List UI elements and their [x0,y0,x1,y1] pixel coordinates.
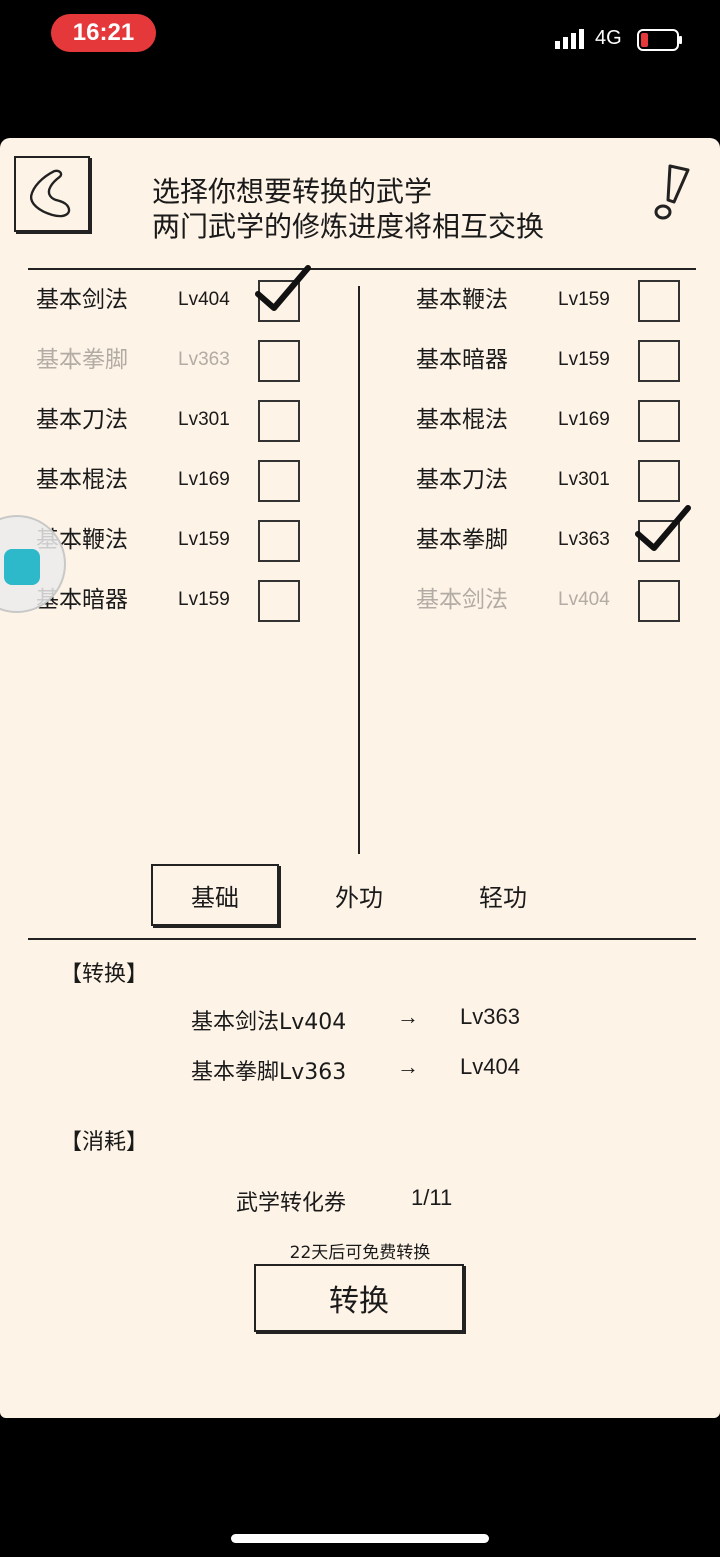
exclamation-icon[interactable] [648,162,694,222]
skill-level: Lv169 [558,409,610,430]
column-divider [358,286,360,854]
skill-checkbox[interactable] [255,265,311,322]
skill-level: Lv363 [178,349,230,370]
top-divider [28,268,696,270]
conv-to: Lv404 [460,1054,520,1079]
cost-item: 武学转化券 [236,1191,347,1216]
conv-from: 基本剑法Lv404 [191,1010,347,1035]
conv-arrow: → [397,1004,419,1029]
skill-checkbox[interactable] [638,580,680,622]
skill-checkbox[interactable] [258,520,300,562]
skill-name: 基本剑法 [36,287,128,313]
status-bar: 16:21 4G [0,0,720,80]
skill-checkbox[interactable] [258,460,300,502]
assistant-icon [4,549,40,585]
conv-arrow: → [397,1054,419,1079]
skill-checkbox[interactable] [258,340,300,382]
skill-level: Lv169 [178,469,230,490]
tab-2[interactable]: 轻功 [479,883,527,912]
skill-checkbox[interactable] [258,580,300,622]
skill-row[interactable]: 基本剑法 Lv404 [0,578,720,638]
skill-name: 基本拳脚 [36,347,128,373]
skill-row[interactable]: 基本刀法 Lv301 [0,458,720,518]
skill-level: Lv363 [558,529,610,550]
skill-checkbox[interactable] [638,460,680,502]
skill-level: Lv301 [178,409,230,430]
skill-checkbox[interactable] [638,280,680,322]
bottom-divider [28,938,696,940]
convert-button[interactable]: 转换 [254,1264,464,1332]
skill-level: Lv404 [178,289,230,310]
checkmark-icon [635,505,691,551]
header-instructions: 选择你想要转换的武学 两门武学的修炼进度将相互交换 [152,174,544,244]
skill-row[interactable]: 基本棍法 Lv169 [0,458,720,518]
skill-name: 基本棍法 [416,407,508,433]
skill-checkbox[interactable] [635,505,691,562]
conv-to: Lv363 [460,1004,520,1029]
skill-checkbox[interactable] [638,400,680,442]
skill-row[interactable]: 基本拳脚 Lv363 [0,338,720,398]
tab-1[interactable]: 外功 [335,883,383,912]
skill-name: 基本刀法 [36,407,128,433]
cost-title: 【消耗】 [60,1130,149,1155]
skill-level: Lv159 [178,589,230,610]
battery-icon [637,29,682,51]
skill-name: 基本暗器 [416,347,508,373]
skill-checkbox[interactable] [258,400,300,442]
skill-row[interactable]: 基本拳脚 Lv363 [0,505,720,578]
free-convert-note: 22天后可免费转换 [289,1243,431,1263]
skill-row[interactable]: 基本剑法 Lv404 [0,265,720,338]
skill-name: 基本鞭法 [416,287,508,313]
back-button[interactable] [14,156,90,232]
skill-name: 基本刀法 [416,467,508,493]
home-indicator[interactable] [231,1534,489,1543]
skill-level: Lv404 [558,589,610,610]
skill-name: 基本剑法 [416,587,508,613]
skill-checkbox[interactable] [638,340,680,382]
status-time: 16:21 [51,14,156,52]
conversion-title: 【转换】 [60,962,149,987]
header-line-2: 两门武学的修炼进度将相互交换 [152,210,545,243]
skill-level: Lv159 [178,529,230,550]
skill-row[interactable]: 基本暗器 Lv159 [0,338,720,398]
back-icon [29,169,71,218]
skill-row[interactable]: 基本棍法 Lv169 [0,398,720,458]
skill-swap-panel: 选择你想要转换的武学 两门武学的修炼进度将相互交换 基本剑法 Lv404 基本拳脚 L… [0,138,720,1418]
skill-level: Lv159 [558,349,610,370]
cost-amount: 1/11 [411,1185,453,1210]
signal-icon [555,29,584,49]
skill-name: 基本棍法 [36,467,128,493]
conv-from: 基本拳脚Lv363 [191,1060,347,1085]
skill-level: Lv301 [558,469,610,490]
skill-name: 基本拳脚 [416,527,508,553]
skill-row[interactable]: 基本刀法 Lv301 [0,398,720,458]
skill-level: Lv159 [558,289,610,310]
header-line-1: 选择你想要转换的武学 [152,175,433,208]
network-label: 4G [595,27,622,49]
checkmark-icon [255,265,311,311]
tab-0[interactable]: 基础 [151,864,279,926]
skill-row[interactable]: 基本鞭法 Lv159 [0,278,720,338]
